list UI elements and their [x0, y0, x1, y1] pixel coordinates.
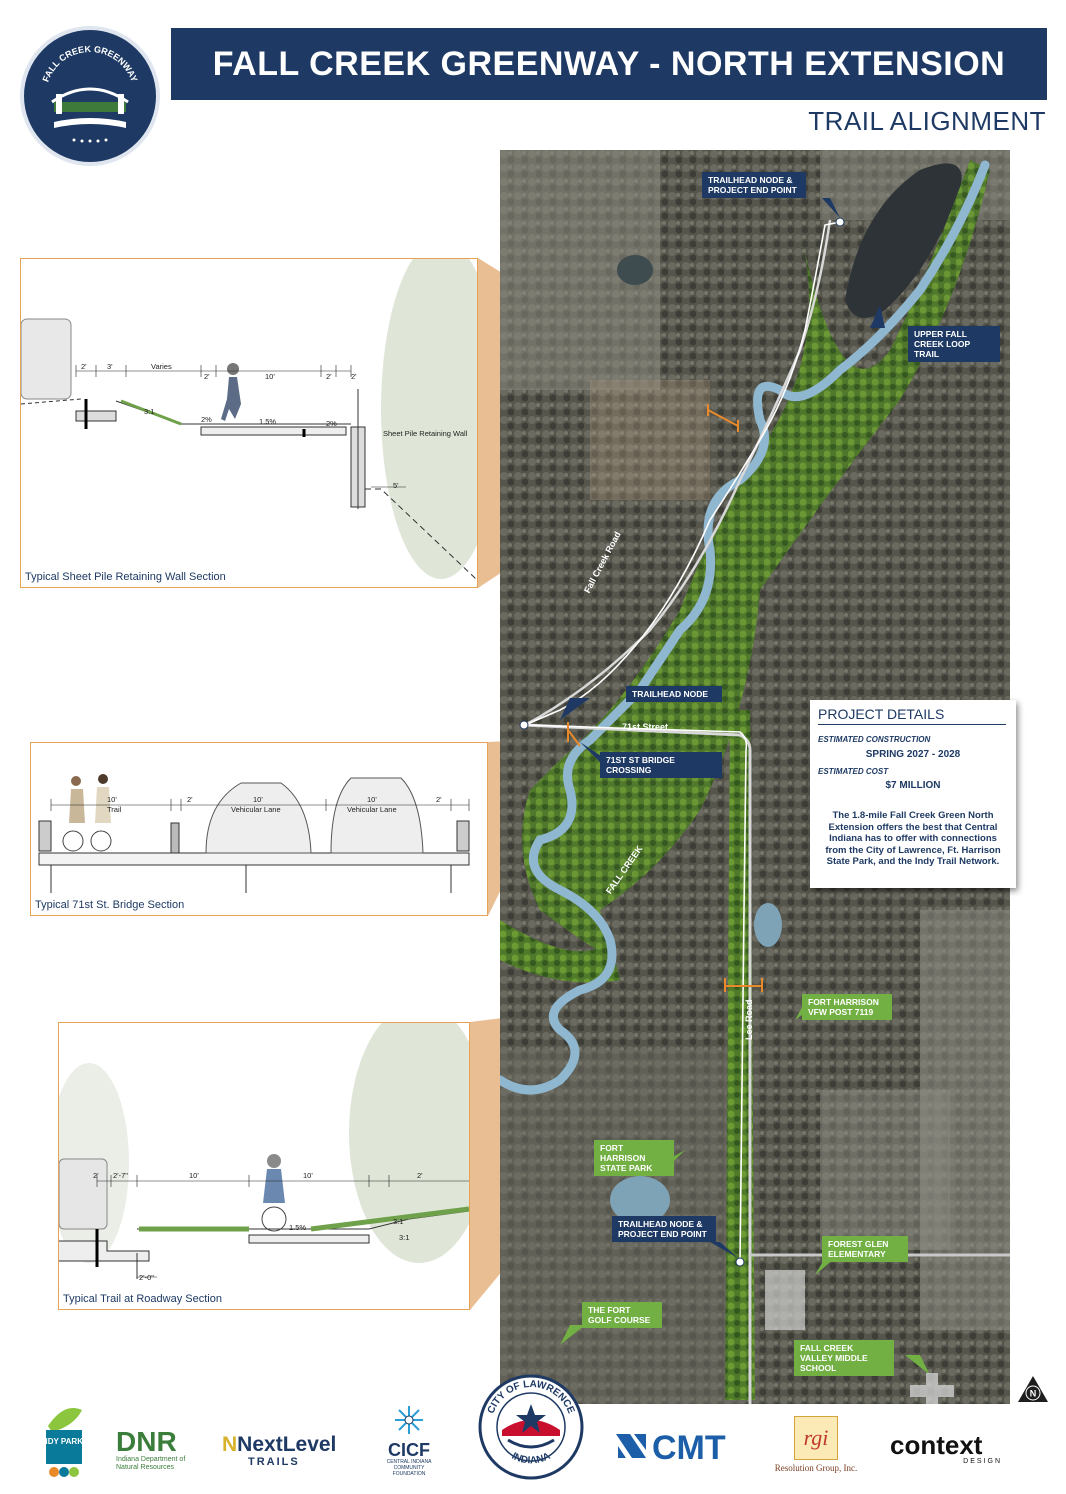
label-forest-glen-elementary[interactable]: FOREST GLEN ELEMENTARY: [822, 1236, 908, 1262]
resolution-group-text: Resolution Group, Inc.: [774, 1463, 858, 1473]
dim-label: 2': [436, 795, 442, 804]
dnr-logo-subtext: Indiana Department of Natural Resources: [116, 1456, 186, 1471]
section-roadway-panel[interactable]: 2' 2'-7" 10' 10' 2' 1.5% 3:1 3:1 2'-0" T…: [58, 1022, 470, 1310]
dim-label: 10': [265, 372, 275, 381]
section-caption: Typical 71st St. Bridge Section: [35, 899, 185, 911]
dim-label: 3:1: [393, 1217, 404, 1226]
svg-text:INDIANA: INDIANA: [510, 1451, 553, 1467]
project-details-card: PROJECT DETAILS ESTIMATED CONSTRUCTION S…: [810, 700, 1016, 888]
section-caption: Typical Trail at Roadway Section: [63, 1293, 222, 1305]
dim-label: 10': [303, 1171, 313, 1180]
dim-label: 2%: [201, 415, 212, 424]
label-fort-golf-course[interactable]: THE FORT GOLF COURSE: [582, 1302, 662, 1328]
page-title: FALL CREEK GREENWAY - NORTH EXTENSION: [171, 28, 1047, 100]
dim-label: 2': [81, 362, 87, 371]
aerial-map[interactable]: TRAILHEAD NODE & PROJECT END POINT UPPER…: [500, 150, 1010, 1404]
north-arrow-icon: N: [1018, 1376, 1048, 1407]
roadway-section-drawing: [59, 1023, 469, 1279]
dim-label: 2'-0": [139, 1273, 154, 1282]
dim-label: Trail: [107, 805, 122, 814]
dim-label: 10': [253, 795, 263, 804]
label-71st-bridge-crossing[interactable]: 71ST ST BRIDGE CROSSING: [600, 752, 722, 778]
cicf-logo-text: CICF: [388, 1440, 430, 1460]
resolution-group-logo: rgi Resolution Group, Inc.: [766, 1416, 866, 1473]
nextlevel-trails-logo: NNextLevel TRAILS: [222, 1433, 362, 1469]
dim-label: 1.5%: [259, 417, 277, 426]
label-fort-harrison-state-park[interactable]: FORT HARRISON STATE PARK: [594, 1140, 674, 1176]
dim-label: 10': [189, 1171, 199, 1180]
dim-label: 3:1: [399, 1233, 410, 1242]
label-fort-harrison-vfw[interactable]: FORT HARRISON VFW POST 7119: [802, 994, 892, 1020]
svg-text:N: N: [1030, 1389, 1037, 1399]
context-logo-text: context: [890, 1430, 983, 1460]
city-of-lawrence-seal: CITY OF LAWRENCE INDIANA: [478, 1374, 584, 1480]
page-subtitle: TRAIL ALIGNMENT: [808, 106, 1046, 136]
dim-label: 3': [107, 362, 113, 371]
cost-value: $7 MILLION: [885, 780, 941, 791]
dim-label: 10': [367, 795, 377, 804]
cmt-logo: CMT: [616, 1426, 748, 1467]
bridge-section-drawing: [38, 774, 470, 893]
context-logo-subtext: DESIGN: [963, 1458, 1002, 1465]
divider: [818, 724, 1006, 725]
section-sheet-pile-panel[interactable]: 2' 3' Varies 2' 10' 2' 2' 3:1 2% 1.5% 2%…: [20, 258, 478, 588]
nextlevel-logo-text: NextLevel: [237, 1433, 337, 1456]
dnr-logo-text: DNR: [116, 1426, 177, 1457]
cost-label: ESTIMATED COST: [818, 767, 889, 776]
dim-label: 2'-7": [113, 1171, 128, 1180]
project-description: The 1.8-mile Fall Creek Green North Exte…: [825, 810, 1001, 867]
bridge-logo-graphic: FALL CREEK GREENWAY: [41, 44, 139, 143]
dim-label: Varies: [151, 362, 172, 371]
dim-label: 2': [204, 372, 210, 381]
dim-label: 2': [351, 372, 357, 381]
nextlevel-logo-subtext: TRAILS: [248, 1456, 300, 1468]
dim-label: Vehicular Lane: [347, 805, 397, 814]
dim-label: 3:1: [144, 407, 155, 416]
section-caption: Typical Sheet Pile Retaining Wall Sectio…: [25, 571, 226, 583]
project-details-title: PROJECT DETAILS: [818, 706, 945, 722]
dim-label: Vehicular Lane: [231, 805, 281, 814]
dim-label: 5': [393, 481, 399, 490]
cicf-logo-subtext: CENTRAL INDIANA COMMUNITY FOUNDATION: [386, 1459, 432, 1477]
svg-text:INDY PARKS: INDY PARKS: [44, 1437, 84, 1446]
dim-label: 2': [326, 372, 332, 381]
dim-label: Sheet Pile Retaining Wall: [383, 429, 468, 438]
dim-label: 10': [107, 795, 117, 804]
cicf-logo: CICF CENTRAL INDIANA COMMUNITY FOUNDATIO…: [384, 1404, 434, 1477]
road-label-71st-street: 71st Street: [622, 722, 669, 732]
label-upper-loop-trail[interactable]: UPPER FALL CREEK LOOP TRAIL: [908, 326, 1000, 362]
dim-label: 2': [417, 1171, 423, 1180]
label-trailhead-end-south[interactable]: TRAILHEAD NODE & PROJECT END POINT: [612, 1216, 716, 1242]
label-trailhead-end-north[interactable]: TRAILHEAD NODE & PROJECT END POINT: [702, 172, 806, 198]
fall-creek-greenway-logo: FALL CREEK GREENWAY: [20, 26, 160, 166]
indy-parks-logo: INDY PARKS: [40, 1406, 89, 1478]
dim-label: 2': [93, 1171, 99, 1180]
svg-text:CMT: CMT: [652, 1429, 726, 1466]
dim-label: 1.5%: [289, 1223, 307, 1232]
section-bridge-panel[interactable]: 10' Trail 2' 10' Vehicular Lane 10' Vehi…: [30, 742, 488, 916]
rgi-mark: rgi: [794, 1416, 838, 1460]
dim-label: 2%: [326, 419, 337, 428]
context-design-logo: context DESIGN: [890, 1432, 1010, 1465]
construction-label: ESTIMATED CONSTRUCTION: [818, 735, 931, 744]
road-label-lee-road: Lee Road: [744, 999, 754, 1040]
label-fcv-middle-school[interactable]: FALL CREEK VALLEY MIDDLE SCHOOL: [794, 1340, 894, 1376]
dnr-logo: DNR Indiana Department of Natural Resour…: [116, 1428, 206, 1472]
sheet-pile-section-drawing: [21, 259, 477, 580]
dim-label: 2': [187, 795, 193, 804]
construction-value: SPRING 2027 - 2028: [865, 749, 961, 760]
label-trailhead-node[interactable]: TRAILHEAD NODE: [626, 686, 722, 702]
